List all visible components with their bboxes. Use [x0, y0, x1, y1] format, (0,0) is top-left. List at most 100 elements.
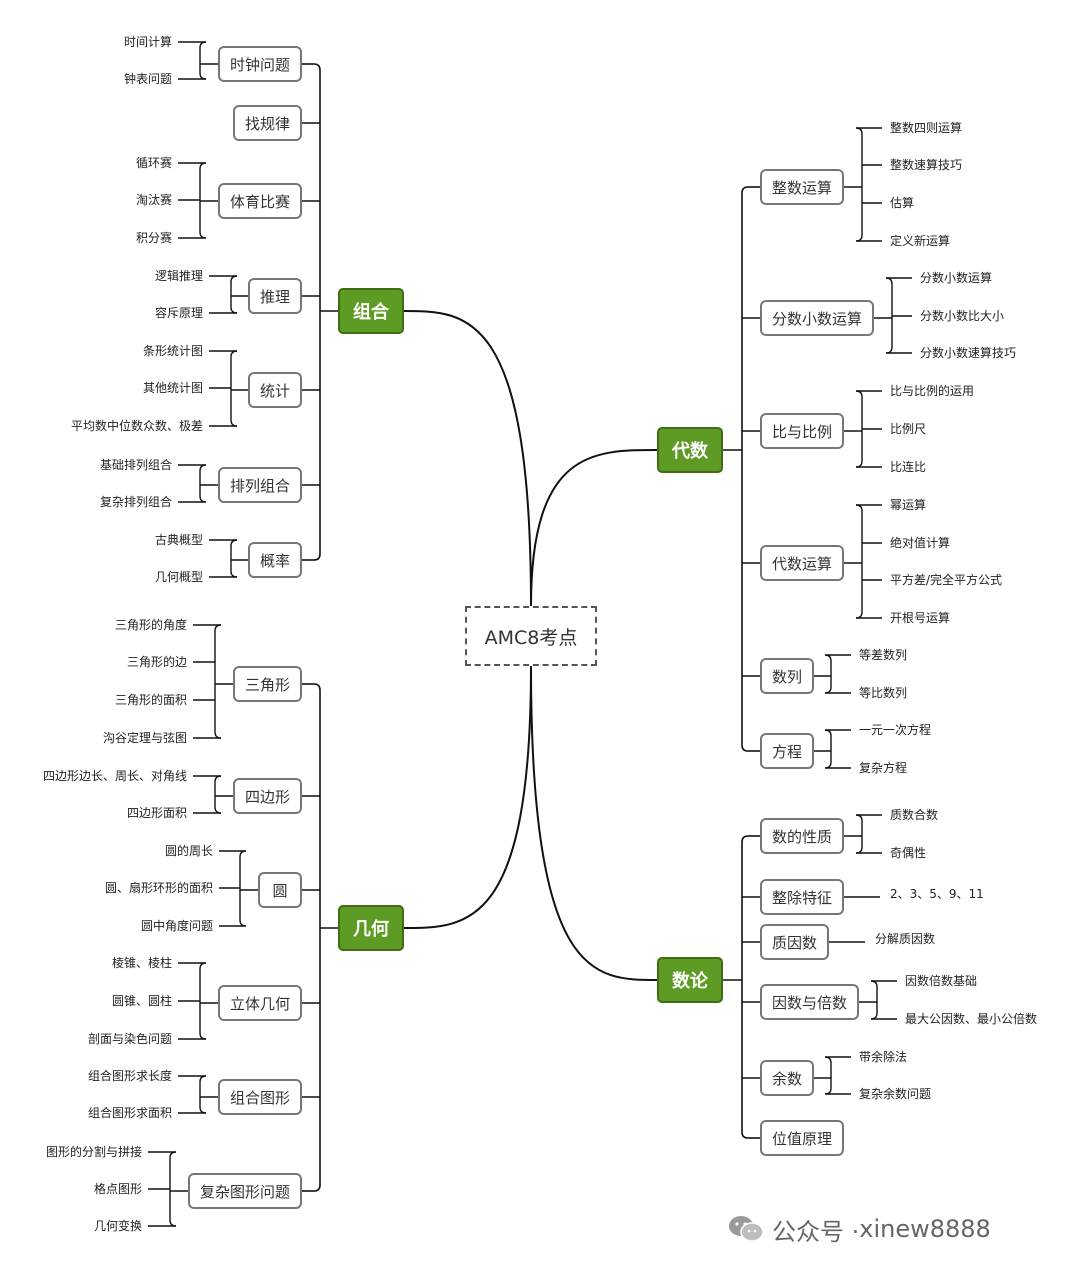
- topic-node: 因数与倍数: [760, 984, 859, 1020]
- leaf-item: 三角形的角度: [114, 618, 187, 632]
- leaf-bracket: [239, 850, 247, 927]
- leaf-bracket: [855, 504, 863, 619]
- topic-node: 数的性质: [760, 818, 844, 854]
- branch-spine-2: [313, 683, 321, 1192]
- branch-spine-3: [741, 186, 749, 752]
- leaf-bracket: [870, 980, 878, 1020]
- topic-node: 位值原理: [760, 1120, 844, 1156]
- branch-1: 组合: [338, 288, 404, 334]
- leaf-bracket: [214, 775, 222, 814]
- leaf-item: 平方差/完全平方公式: [890, 573, 1003, 587]
- leaf-item: 图形的分割与拼接: [45, 1145, 142, 1159]
- leaf-item: 整数速算技巧: [890, 158, 963, 172]
- leaf-bracket: [824, 1056, 832, 1095]
- topic-node: 数列: [760, 658, 814, 694]
- leaf-item: 沟谷定理与弦图: [102, 731, 187, 745]
- leaf-item: 三角形的边: [126, 655, 187, 669]
- branch-spine-4: [741, 835, 749, 1139]
- leaf-item: 条形统计图: [142, 344, 203, 358]
- leaf-item: 其他统计图: [142, 381, 203, 395]
- leaf-item: 复杂排列组合: [99, 495, 172, 509]
- leaf-item: 基础排列组合: [99, 458, 172, 472]
- leaf-item: 圆的周长: [164, 844, 213, 858]
- leaf-item: 因数倍数基础: [905, 974, 978, 988]
- leaf-item: 估算: [890, 196, 915, 210]
- leaf-bracket: [199, 1075, 207, 1114]
- leaf-item: 绝对值计算: [890, 536, 951, 550]
- leaf-item: 定义新运算: [890, 234, 951, 248]
- topic-node: 比与比例: [760, 413, 844, 449]
- leaf-bracket: [230, 275, 238, 314]
- topic-node: 质因数: [760, 924, 829, 960]
- topic-node: 组合图形: [218, 1079, 302, 1115]
- leaf-bracket: [230, 539, 238, 578]
- leaf-item: 幂运算: [890, 498, 927, 512]
- leaf-item: 逻辑推理: [154, 269, 203, 283]
- leaf-item: 等比数列: [859, 686, 908, 700]
- leaf-item: 循环赛: [135, 156, 172, 170]
- topic-node: 体育比赛: [218, 183, 302, 219]
- leaf-item: 圆、扇形环形的面积: [104, 881, 213, 895]
- leaf-item: 复杂方程: [859, 761, 908, 775]
- branch-3: 代数: [657, 427, 723, 473]
- topic-node: 复杂图形问题: [188, 1173, 302, 1209]
- topic-node: 三角形: [233, 666, 302, 702]
- leaf-item: 2、3、5、9、11: [890, 887, 984, 901]
- watermark: 公众号 · xinew8888: [728, 1209, 991, 1249]
- topic-node: 代数运算: [760, 545, 844, 581]
- leaf-item: 开根号运算: [890, 611, 951, 625]
- root-connector-4: [530, 665, 658, 981]
- leaf-item: 剖面与染色问题: [87, 1032, 172, 1046]
- leaf-item: 圆锥、圆柱: [111, 994, 172, 1008]
- topic-node: 时钟问题: [218, 46, 302, 82]
- topic-node: 余数: [760, 1060, 814, 1096]
- leaf-item: 几何变换: [93, 1219, 142, 1233]
- leaf-item: 比与比例的运用: [890, 384, 975, 398]
- leaf-bracket: [199, 41, 207, 80]
- topic-node: 概率: [248, 542, 302, 578]
- topic-node: 分数小数运算: [760, 300, 874, 336]
- leaf-item: 带余除法: [859, 1050, 908, 1064]
- leaf-bracket: [230, 350, 238, 427]
- leaf-item: 四边形面积: [126, 806, 187, 820]
- leaf-item: 整数四则运算: [890, 121, 963, 135]
- leaf-bracket: [824, 729, 832, 769]
- root-connector-2: [403, 665, 532, 929]
- leaf-item: 分数小数运算: [920, 271, 993, 285]
- watermark-account: xinew8888: [859, 1215, 991, 1243]
- leaf-bracket: [824, 654, 832, 694]
- topic-node: 找规律: [233, 105, 302, 141]
- root-connector-1: [403, 310, 532, 607]
- leaf-bracket: [199, 962, 207, 1040]
- leaf-item: 格点图形: [93, 1182, 142, 1196]
- leaf-item: 棱锥、棱柱: [111, 956, 172, 970]
- leaf-item: 最大公因数、最小公倍数: [905, 1012, 1038, 1026]
- leaf-item: 圆中角度问题: [140, 919, 213, 933]
- leaf-item: 比连比: [890, 460, 927, 474]
- leaf-item: 钟表问题: [123, 72, 172, 86]
- leaf-item: 奇偶性: [890, 846, 927, 860]
- topic-node: 排列组合: [218, 467, 302, 503]
- leaf-bracket: [855, 127, 863, 242]
- leaf-item: 时间计算: [123, 35, 172, 49]
- wechat-icon: [728, 1215, 764, 1243]
- leaf-item: 复杂余数问题: [859, 1087, 932, 1101]
- topic-node: 四边形: [233, 778, 302, 814]
- branch-spine-1: [313, 63, 321, 561]
- leaf-item: 分解质因数: [875, 932, 936, 946]
- topic-node: 圆: [258, 872, 302, 908]
- leaf-item: 组合图形求长度: [87, 1069, 172, 1083]
- leaf-item: 分数小数比大小: [920, 309, 1005, 323]
- watermark-prefix: 公众号 ·: [772, 1217, 860, 1246]
- branch-4: 数论: [657, 957, 723, 1003]
- topic-node: 推理: [248, 278, 302, 314]
- leaf-item: 积分赛: [135, 231, 172, 245]
- branch-2: 几何: [338, 905, 404, 951]
- leaf-item: 等差数列: [859, 648, 908, 662]
- root-connector-3: [530, 449, 658, 607]
- topic-node: 立体几何: [218, 985, 302, 1021]
- leaf-bracket: [199, 464, 207, 503]
- leaf-bracket: [855, 814, 863, 854]
- leaf-item: 三角形的面积: [114, 693, 187, 707]
- topic-node: 统计: [248, 372, 302, 408]
